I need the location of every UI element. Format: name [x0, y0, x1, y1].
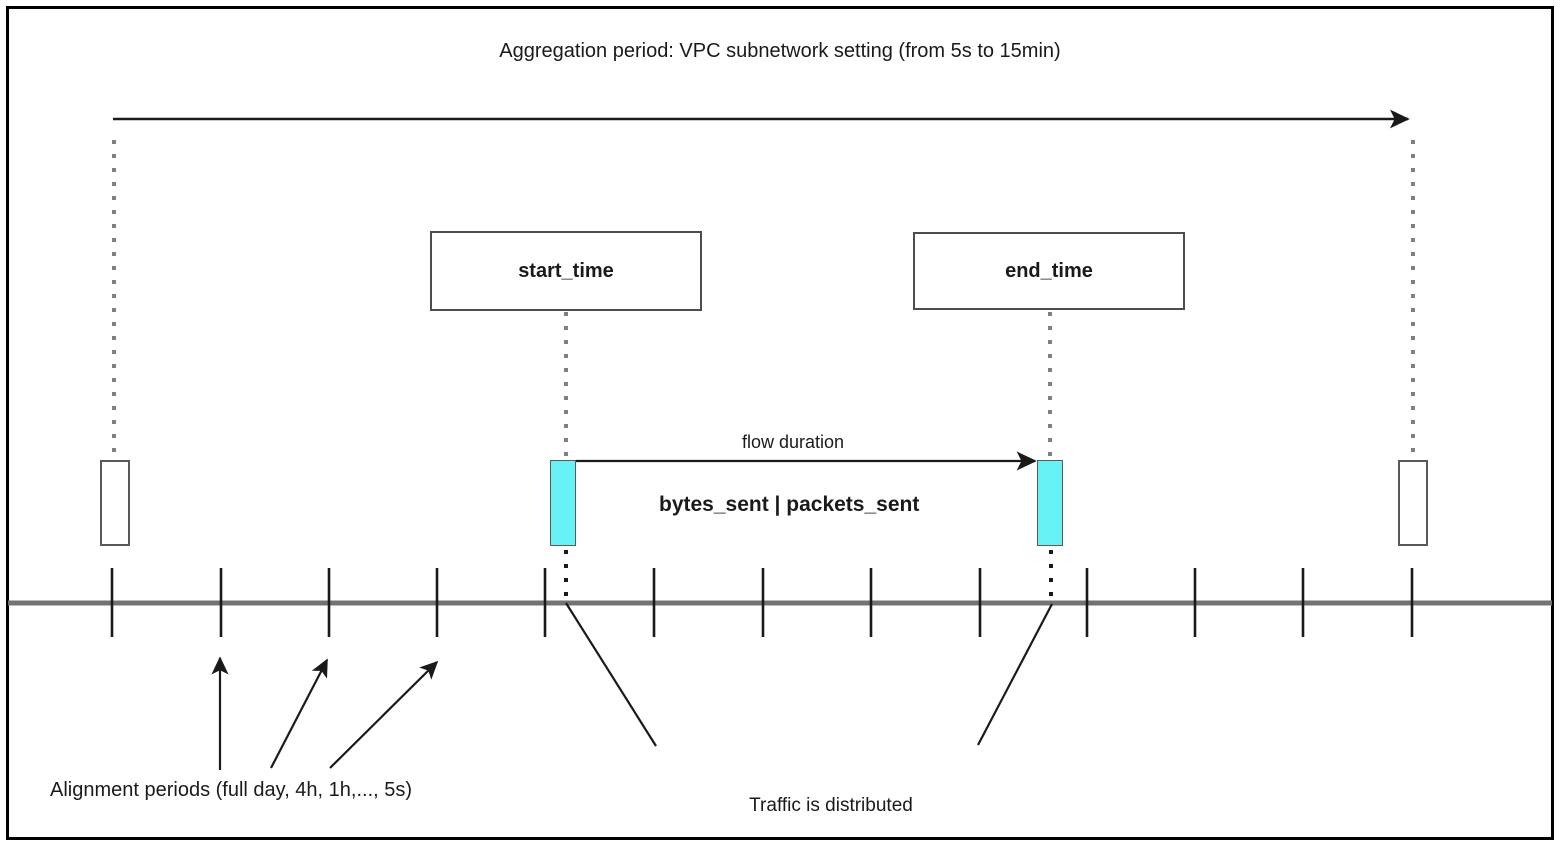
flow-duration-label: flow duration	[742, 432, 845, 452]
start-time-marker	[550, 460, 576, 546]
traffic-note-leader-right	[977, 603, 1053, 746]
alignment-leader-arrow	[329, 660, 439, 769]
traffic-note: Traffic is distributed proportionally am…	[712, 746, 950, 846]
aggregation-start-marker	[100, 460, 130, 546]
traffic-note-line-1: Traffic is distributed	[749, 794, 913, 816]
start-time-box[interactable]: start_time	[430, 231, 702, 311]
alignment-periods-label: Alignment periods (full day, 4h, 1h,...,…	[50, 779, 413, 801]
diagram-title: Aggregation period: VPC subnetwork setti…	[499, 40, 1061, 62]
metrics-label: bytes_sent | packets_sent	[659, 493, 920, 516]
timeline-ticks	[110, 568, 1414, 637]
alignment-leader-arrow	[270, 658, 328, 769]
diagram-frame	[6, 6, 1554, 840]
end-time-label: end_time	[1005, 259, 1093, 282]
aggregation-end-marker	[1398, 460, 1428, 546]
traffic-note-leader-left	[565, 602, 657, 747]
start-time-label: start_time	[518, 259, 614, 282]
end-time-box[interactable]: end_time	[913, 232, 1185, 310]
end-time-marker	[1037, 460, 1063, 546]
